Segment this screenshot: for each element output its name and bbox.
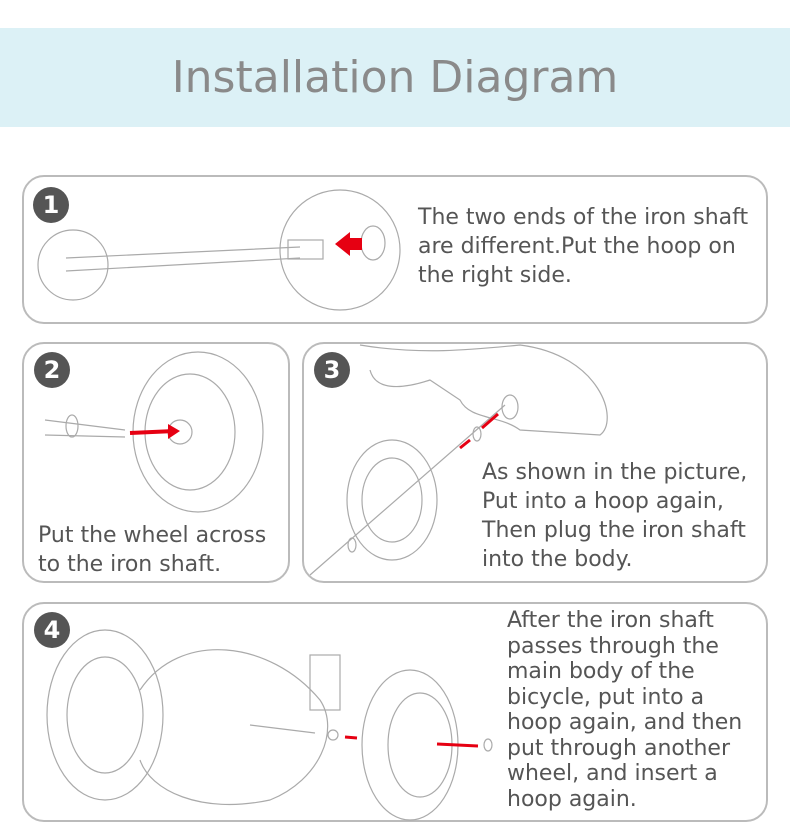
page-title: Installation Diagram [171,52,619,103]
arrow-icon [129,429,176,435]
step-3-text: As shown in the picture, Put into a hoop… [482,460,748,572]
step-4-text: After the iron shaft passes through the … [507,608,743,812]
step-2-panel [22,342,290,583]
step-4-number: 4 [34,612,70,648]
step-1-panel [22,175,768,324]
step-3-number: 3 [314,352,350,388]
step-1-number: 1 [33,187,69,223]
step-3-panel [302,342,768,583]
step-1-text: The two ends of the iron shaft are diffe… [418,205,749,288]
step-4-panel [22,602,768,822]
step-2-text: Put the wheel across to the iron shaft. [38,523,267,577]
header-band [0,28,790,127]
arrow-icon [335,232,362,256]
step-1-illustration [37,189,401,311]
step-3-illustration [309,344,608,576]
step-4-illustration [46,629,493,821]
step-2-illustration [44,351,264,513]
step-2-number: 2 [34,352,70,388]
